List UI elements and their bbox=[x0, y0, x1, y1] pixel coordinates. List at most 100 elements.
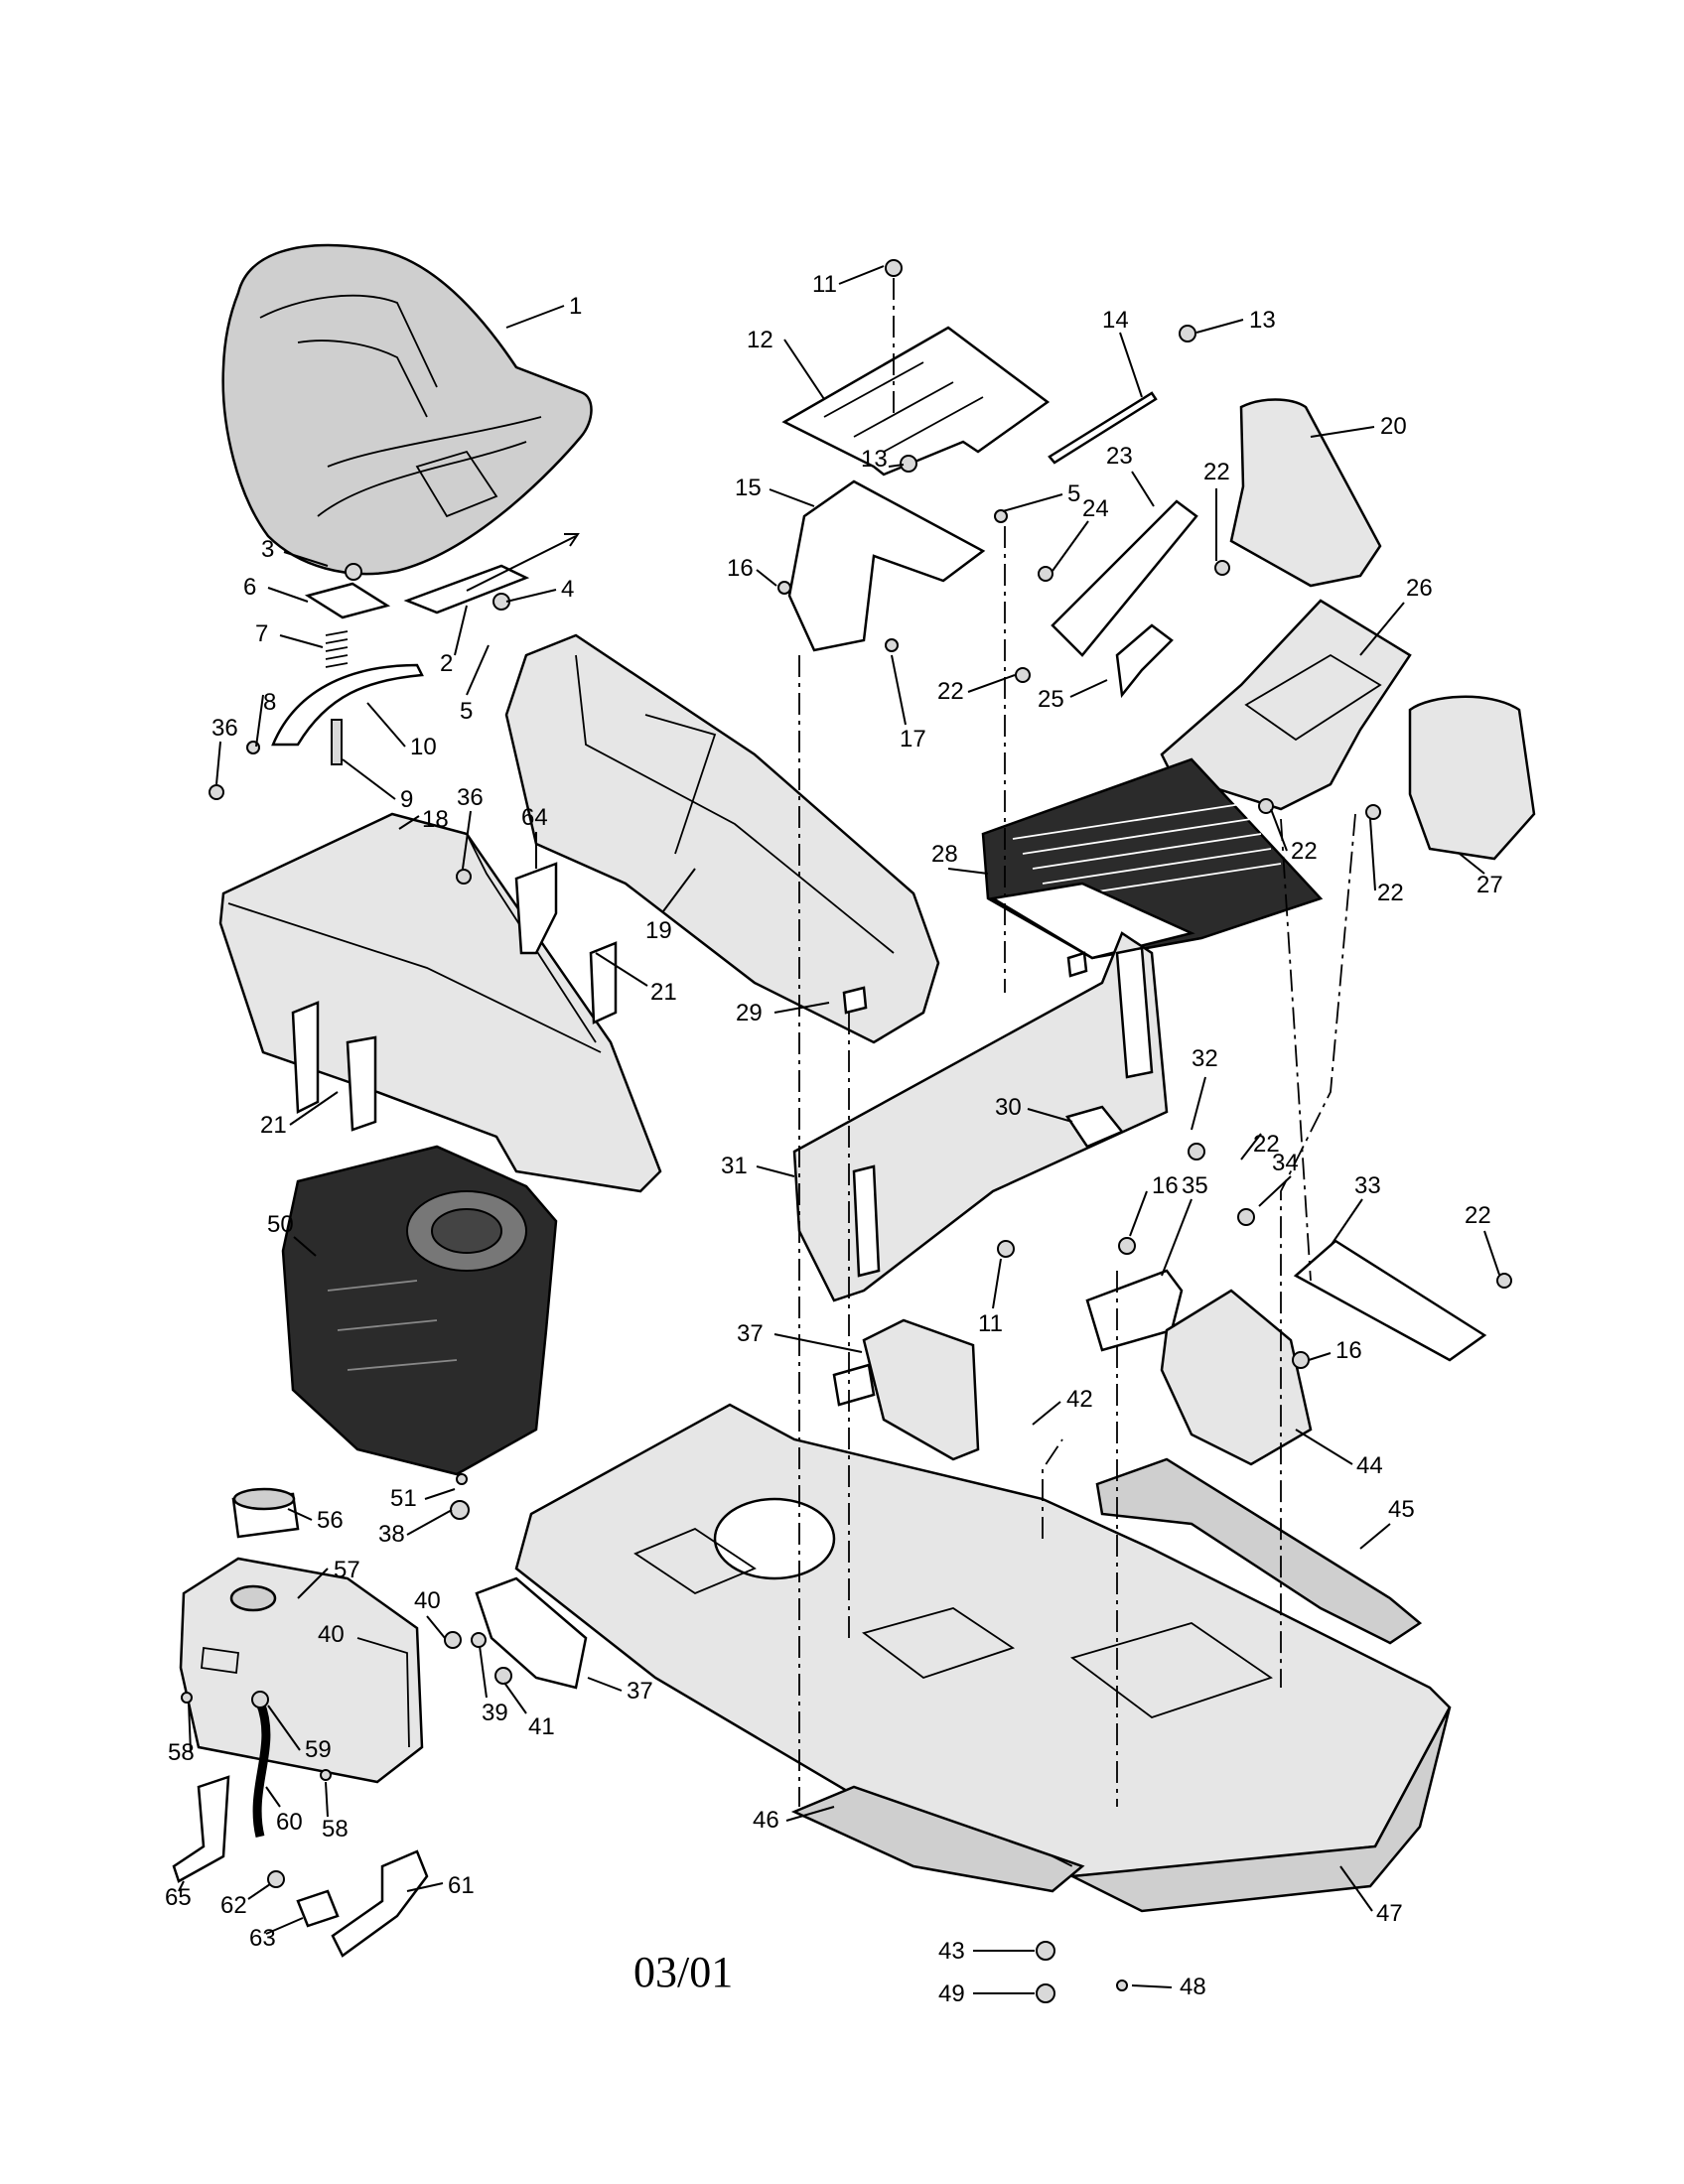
seat-bracket bbox=[403, 564, 530, 614]
callout-22a: 22 bbox=[1203, 459, 1230, 485]
fender-bracket-right bbox=[589, 941, 618, 1024]
leader-22b bbox=[967, 674, 1016, 693]
callout-28: 28 bbox=[931, 841, 958, 868]
foot-pad-left bbox=[790, 1785, 1085, 1893]
callout-5b: 5 bbox=[1067, 480, 1080, 507]
seat-pan bbox=[271, 663, 424, 747]
leader-41 bbox=[503, 1682, 527, 1714]
adjust-arrow bbox=[466, 533, 580, 592]
callout-48: 48 bbox=[1180, 1974, 1206, 2000]
leader-36a bbox=[215, 741, 221, 785]
foot-grille bbox=[981, 757, 1324, 960]
leader-11b bbox=[992, 1258, 1002, 1309]
callout-51: 51 bbox=[390, 1485, 417, 1512]
leader-45 bbox=[1359, 1523, 1391, 1550]
leader-13b bbox=[888, 464, 905, 468]
leader-6 bbox=[267, 587, 309, 603]
callout-34: 34 bbox=[1272, 1150, 1299, 1176]
date-code: 03/01 bbox=[633, 1948, 733, 1996]
leader-36b bbox=[462, 810, 472, 870]
tank-strap-right bbox=[331, 1849, 429, 1958]
callout-5a: 5 bbox=[460, 698, 473, 725]
leader-47 bbox=[1339, 1865, 1373, 1912]
callout-59: 59 bbox=[305, 1736, 332, 1763]
callout-1: 1 bbox=[569, 293, 582, 320]
fender-bracket-left bbox=[291, 1001, 320, 1114]
callout-24: 24 bbox=[1082, 495, 1109, 522]
deflector-bracket bbox=[1065, 1105, 1125, 1149]
mount-tab bbox=[832, 1363, 876, 1407]
leader-58a bbox=[188, 1702, 192, 1753]
callout-40a: 40 bbox=[414, 1587, 441, 1614]
callout-23: 23 bbox=[1106, 443, 1133, 470]
callout-65: 65 bbox=[165, 1884, 192, 1911]
leader-29 bbox=[773, 1002, 830, 1014]
tank-strap-left bbox=[172, 1775, 230, 1883]
leader-12 bbox=[783, 339, 825, 400]
callout-12: 12 bbox=[747, 327, 773, 353]
leader-24 bbox=[1052, 520, 1089, 572]
callout-42: 42 bbox=[1066, 1386, 1093, 1413]
dash-window bbox=[1244, 653, 1382, 742]
console-tower bbox=[1229, 398, 1382, 588]
leader-7 bbox=[279, 634, 324, 648]
callout-16b: 16 bbox=[1152, 1172, 1179, 1199]
leader-28 bbox=[947, 868, 989, 875]
callout-22b: 22 bbox=[937, 678, 964, 705]
leader-9 bbox=[342, 758, 396, 800]
callout-3: 3 bbox=[261, 536, 274, 563]
rear-frame-panel bbox=[792, 931, 1169, 1302]
lift-plate bbox=[1051, 499, 1198, 657]
leader-22d bbox=[1369, 818, 1376, 891]
callout-63: 63 bbox=[249, 1925, 276, 1952]
callout-61: 61 bbox=[448, 1872, 475, 1899]
fuel-clamp-lower bbox=[267, 1870, 285, 1888]
leader-10 bbox=[366, 702, 406, 748]
callout-37a: 37 bbox=[737, 1320, 764, 1347]
leader-15 bbox=[769, 488, 815, 507]
left-fender bbox=[218, 812, 662, 1193]
leader-38 bbox=[406, 1509, 453, 1536]
leader-37a bbox=[773, 1333, 863, 1353]
callout-26: 26 bbox=[1406, 575, 1433, 602]
callout-50: 50 bbox=[267, 1211, 294, 1238]
callout-60: 60 bbox=[276, 1809, 303, 1836]
leader-3 bbox=[283, 551, 329, 567]
rear-body-panel bbox=[504, 633, 940, 1044]
fuel-clamp-upper bbox=[251, 1691, 269, 1708]
callout-57: 57 bbox=[334, 1557, 360, 1583]
leader-46 bbox=[785, 1806, 835, 1822]
leader-22c bbox=[1270, 808, 1288, 852]
leader-60 bbox=[265, 1786, 281, 1808]
fuel-filter bbox=[296, 1889, 340, 1928]
callout-36b: 36 bbox=[457, 784, 484, 811]
leader-59 bbox=[267, 1705, 301, 1751]
callout-30: 30 bbox=[995, 1094, 1022, 1121]
leader-37b bbox=[587, 1677, 623, 1692]
leader-48 bbox=[1131, 1984, 1173, 1988]
leader-44 bbox=[1295, 1429, 1353, 1465]
callout-33: 33 bbox=[1354, 1172, 1381, 1199]
callout-49: 49 bbox=[938, 1980, 965, 2007]
callout-56: 56 bbox=[317, 1507, 344, 1534]
callout-22c: 22 bbox=[1291, 838, 1318, 865]
callout-7: 7 bbox=[255, 620, 268, 647]
leader-58b bbox=[325, 1781, 329, 1818]
leader-56 bbox=[287, 1508, 313, 1521]
callout-25: 25 bbox=[1038, 686, 1064, 713]
leader-1 bbox=[505, 305, 565, 329]
callout-22e: 22 bbox=[1253, 1131, 1280, 1158]
fender-bracket-mid bbox=[346, 1035, 377, 1132]
callout-21a: 21 bbox=[650, 979, 677, 1006]
hardware bbox=[181, 259, 1512, 2003]
callout-18: 18 bbox=[422, 806, 449, 833]
callout-58b: 58 bbox=[322, 1816, 349, 1843]
leader-32 bbox=[1191, 1076, 1206, 1131]
leader-19 bbox=[662, 868, 696, 912]
callout-labels: 1 2 3 4 5 5 6 7 8 9 10 11 11 12 13 13 14… bbox=[165, 271, 1503, 2007]
rear-bracket-33 bbox=[1293, 1239, 1487, 1362]
callout-20: 20 bbox=[1380, 413, 1407, 440]
leader-2 bbox=[454, 605, 468, 656]
callout-35: 35 bbox=[1182, 1172, 1208, 1199]
leader-31 bbox=[756, 1165, 795, 1177]
